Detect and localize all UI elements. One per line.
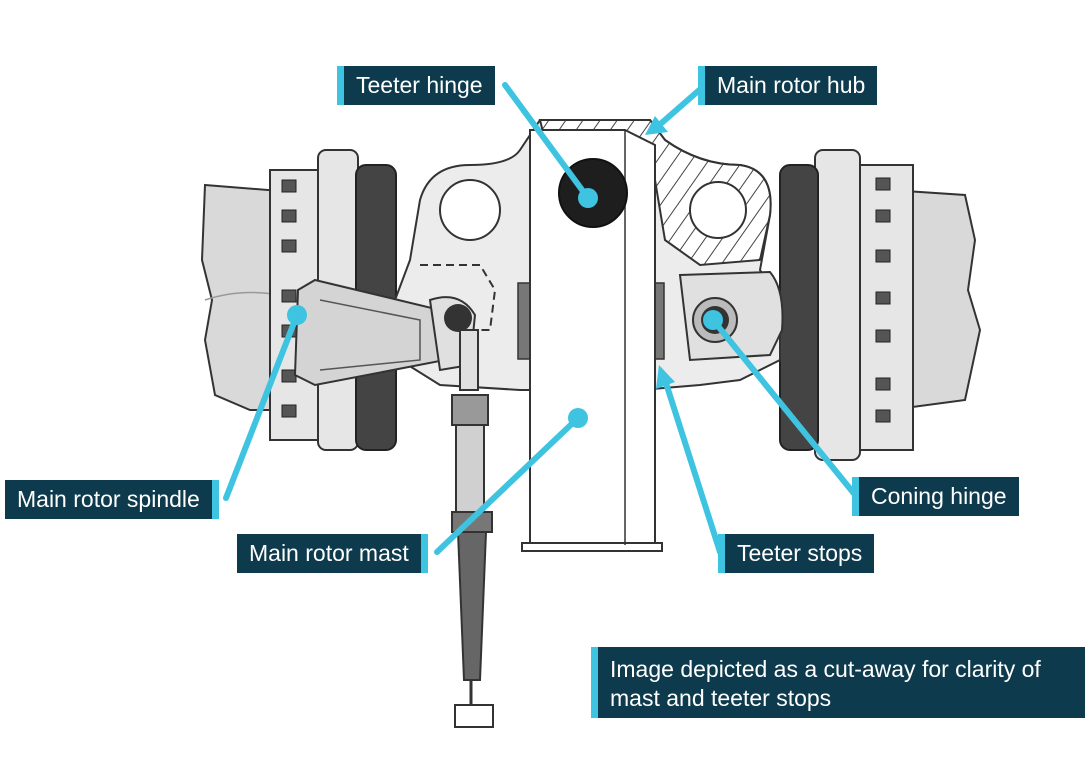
note-line-1: Image depicted as a cut-away for clarity…	[610, 656, 1041, 682]
label-main-rotor-spindle: Main rotor spindle	[5, 480, 219, 519]
pitch-link	[451, 329, 494, 728]
leader-coning-hinge	[710, 317, 859, 499]
dot-coning-hinge	[703, 310, 723, 330]
leader-main-rotor-hub	[654, 82, 708, 130]
dot-main-rotor-mast	[568, 408, 588, 428]
dot-teeter-hinge	[578, 188, 598, 208]
label-coning-hinge: Coning hinge	[852, 477, 1019, 516]
note-cutaway: Image depicted as a cut-away for clarity…	[591, 647, 1085, 718]
right-outer-plate	[814, 149, 861, 461]
leader-main-rotor-spindle	[223, 312, 300, 501]
main-rotor-mast	[521, 129, 663, 552]
leader-teeter-stops	[662, 377, 723, 555]
right-bolt-icons	[875, 177, 891, 423]
hub-hole-right	[689, 181, 747, 239]
right-bolt-flange	[857, 164, 914, 451]
hub-hole-left	[439, 179, 501, 241]
leader-lines	[223, 82, 859, 555]
label-main-rotor-hub: Main rotor hub	[698, 66, 878, 105]
leader-main-rotor-mast	[434, 415, 581, 555]
note-line-2: mast and teeter stops	[610, 684, 832, 711]
leader-teeter-hinge	[502, 82, 591, 201]
dot-main-rotor-spindle	[287, 305, 307, 325]
label-teeter-hinge: Teeter hinge	[337, 66, 495, 105]
label-teeter-stops: Teeter stops	[718, 534, 875, 573]
left-spindle-arm	[293, 278, 477, 387]
teeter-stop-left	[517, 282, 531, 360]
arrow-teeter-stops	[656, 365, 675, 389]
label-main-rotor-mast: Main rotor mast	[237, 534, 428, 573]
left-bolt-icons	[281, 179, 297, 418]
arrow-main-rotor-hub	[645, 116, 668, 135]
